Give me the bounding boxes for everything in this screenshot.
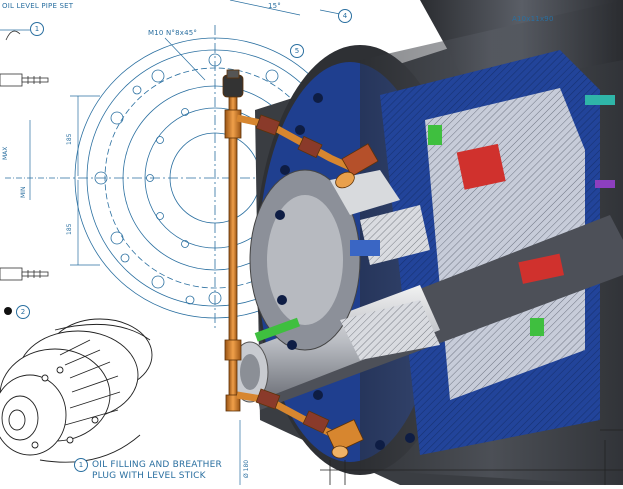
blueprint-pipe-fittings <box>0 30 49 281</box>
callout-badge-1-top: 1 <box>30 22 44 36</box>
oil-filling-label-line2: PLUG WITH LEVEL STICK <box>92 471 206 481</box>
key-spec-label: A10x11x90 <box>512 15 554 23</box>
blueprint-bolt-holes <box>94 53 279 305</box>
callout-badge-5: 5 <box>290 44 304 58</box>
oil-filling-label-line1: OIL FILLING AND BREATHER <box>92 460 222 470</box>
angle-label: 15° <box>268 2 282 10</box>
gearbox-housing <box>231 0 623 485</box>
dimension-max: MAX <box>2 146 9 160</box>
small-gearbox-outline <box>0 318 153 463</box>
dimension-lines <box>0 0 346 485</box>
thread-spec-label: M10 N°8x45° <box>148 29 198 37</box>
dimension-diameter: Ø 180 <box>243 459 250 478</box>
dimension-185-lower: 185 <box>66 223 73 235</box>
callout-badge-4: 4 <box>338 9 352 23</box>
oil-level-pipe-set-label: OIL LEVEL PIPE SET <box>2 2 74 10</box>
callout-badge-1-bottom: 1 <box>74 458 88 472</box>
base-outline <box>320 429 623 485</box>
dimension-185-upper: 185 <box>66 133 73 145</box>
dimension-min: MIN <box>20 186 27 198</box>
callout-badge-2: 2 <box>16 305 30 319</box>
callout-dot <box>4 307 12 315</box>
oil-level-pipe <box>222 69 379 459</box>
